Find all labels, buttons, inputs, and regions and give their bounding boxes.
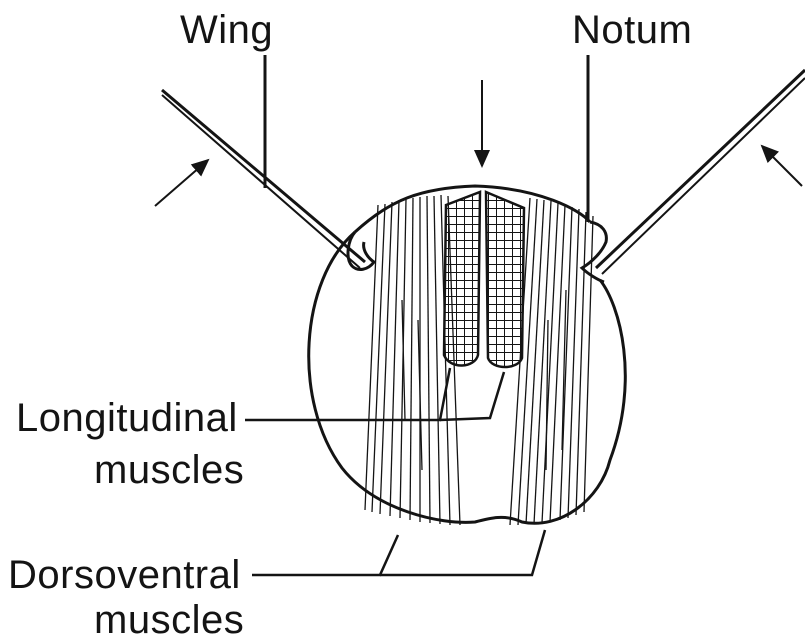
dorsoventral-label-line2: muscles: [94, 600, 244, 640]
dorsoventral-leader: [252, 535, 398, 575]
dorsoventral-label-line1: Dorsoventral: [8, 555, 241, 595]
notum-label: Notum: [572, 10, 692, 50]
right-wing: [596, 70, 805, 274]
right-force-arrow: [762, 146, 802, 186]
wing-label: Wing: [180, 10, 273, 50]
dorsoventral-leader-branch: [380, 530, 545, 575]
left-force-arrow: [155, 160, 208, 206]
longitudinal-muscle-right: [486, 192, 524, 367]
longitudinal-leader-branch: [440, 372, 504, 420]
longitudinal-label-line1: Longitudinal: [16, 398, 238, 438]
longitudinal-label-line2: muscles: [94, 450, 244, 490]
